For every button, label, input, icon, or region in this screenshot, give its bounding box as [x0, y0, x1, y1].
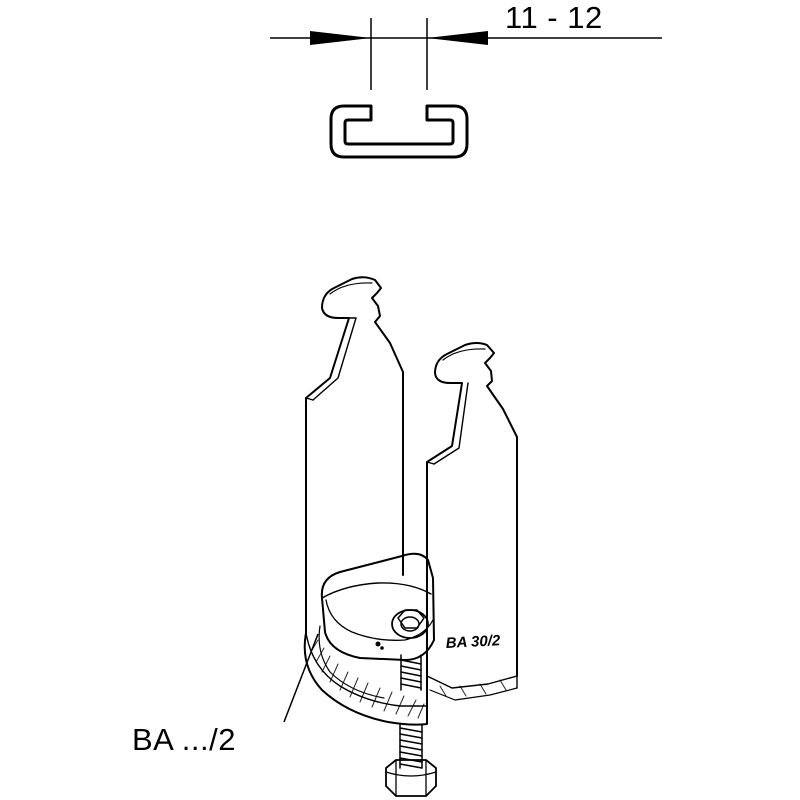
- body-shading: [311, 639, 507, 719]
- part-leader-line: [283, 633, 319, 723]
- rail-cross-section: [329, 104, 469, 159]
- threaded-rod-upper: [400, 654, 422, 691]
- saddle-plate: [320, 552, 435, 661]
- threaded-rod-lower: [399, 723, 423, 769]
- part-label: BA .../2: [132, 722, 236, 757]
- clamp-arm-left: [305, 276, 404, 634]
- dimension-annotation: [270, 18, 662, 90]
- cable-clamp: [303, 276, 518, 797]
- dimension-arrow-left: [310, 31, 371, 45]
- dimension-label: 11 - 12: [505, 0, 603, 35]
- clamp-body-lower: [303, 632, 428, 726]
- washer: [391, 609, 429, 639]
- hex-nut-bottom: [385, 759, 437, 797]
- screw-nut-top: [397, 609, 425, 629]
- dimension-arrow-right: [427, 31, 488, 45]
- clamp-arm-right: [426, 342, 518, 693]
- part-stamp: BA 30/2: [445, 632, 501, 652]
